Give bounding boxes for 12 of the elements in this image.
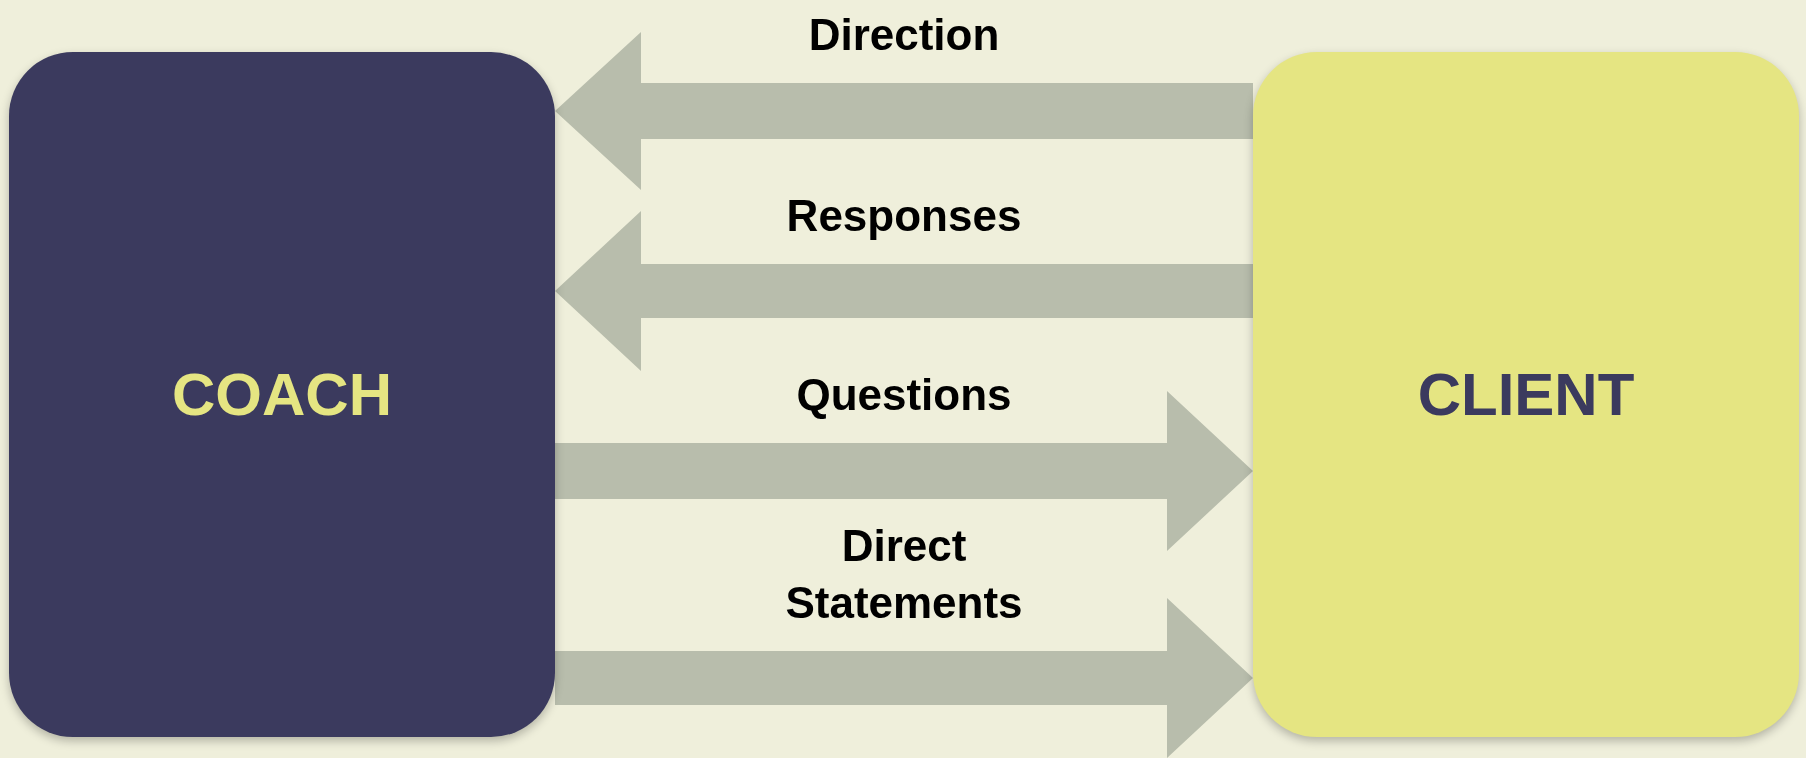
node-label: CLIENT (1417, 359, 1635, 430)
block-arrow (555, 391, 1253, 551)
rounded-box (1253, 52, 1799, 737)
block-arrow (555, 211, 1253, 371)
node-label: COACH (172, 359, 392, 430)
edge-label: Direction (807, 8, 1001, 61)
block-arrow (555, 32, 1253, 190)
edge-label: Questions (795, 368, 1013, 421)
edge-label: Responses (785, 189, 1023, 242)
block-arrow (555, 598, 1253, 758)
edge-label: Direct Statements (784, 519, 1024, 629)
rounded-box (9, 52, 555, 737)
